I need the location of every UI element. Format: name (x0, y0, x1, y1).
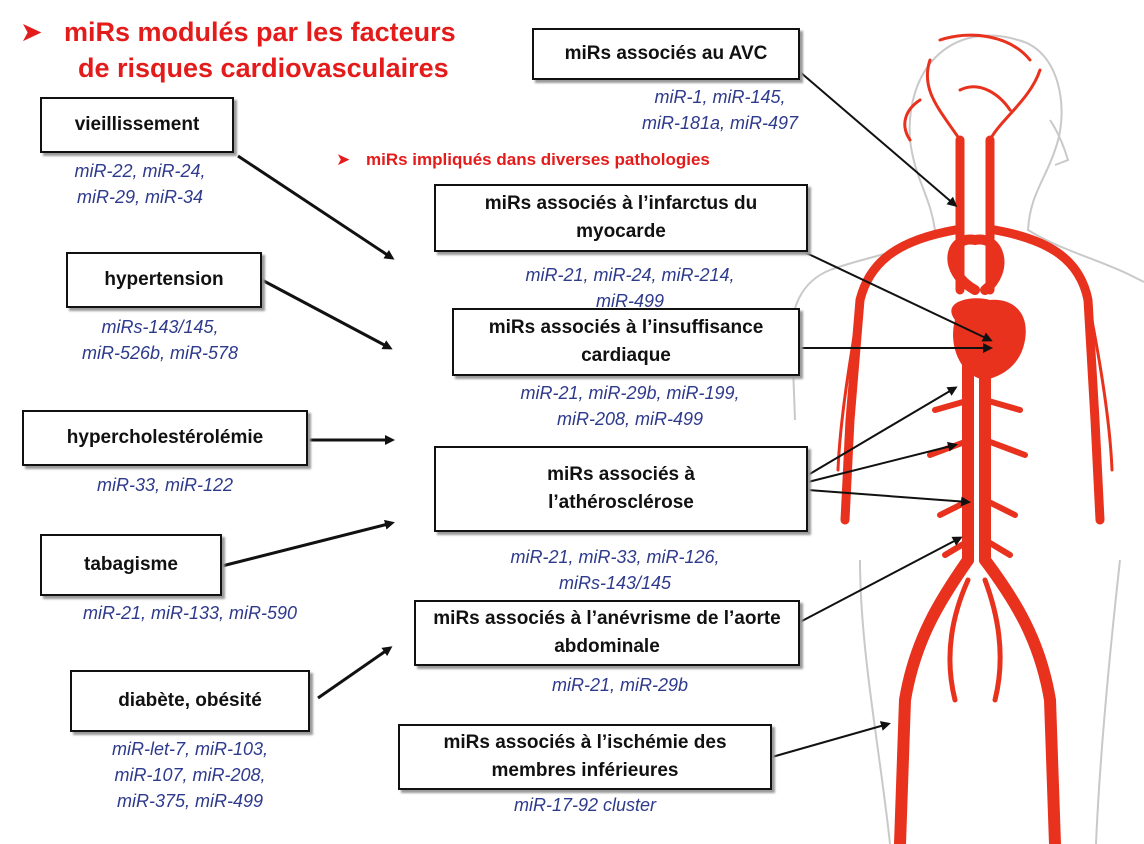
risk-mirs-hypertension: miRs-143/145, miR-526b, miR-578 (40, 314, 280, 366)
pathology-box-insuffisance-cardiaque: miRs associés à l’insuffisance cardiaque (452, 308, 800, 376)
pathology-mirs-infarctus: miR-21, miR-24, miR-214, miR-499 (470, 262, 790, 308)
pathology-box-avc: miRs associés au AVC (532, 28, 800, 80)
pathology-mirs-insuffisance-cardiaque: miR-21, miR-29b, miR-199, miR-208, miR-4… (470, 380, 790, 432)
risk-mirs-tabagisme: miR-21, miR-133, miR-590 (40, 600, 340, 626)
pathology-box-atherosclerose: miRs associés à l’athérosclérose (434, 446, 808, 532)
risk-box-diabete-obesite: diabète, obésité (70, 670, 310, 732)
risk-mirs-vieillissement: miR-22, miR-24, miR-29, miR-34 (30, 158, 250, 210)
risk-mirs-diabete-obesite: miR-let-7, miR-103, miR-107, miR-208, mi… (60, 736, 320, 814)
pathology-box-infarctus: miRs associés à l’infarctus du myocarde (434, 184, 808, 252)
risk-box-tabagisme: tabagisme (40, 534, 222, 596)
arrow-bullet-icon: ➤ (20, 14, 64, 50)
left-heading-line2: de risques cardiovasculaires (20, 50, 456, 86)
pathology-box-ischemie-membres: miRs associés à l’ischémie des membres i… (398, 724, 772, 790)
pathology-mirs-atherosclerose: miR-21, miR-33, miR-126, miRs-143/145 (450, 544, 780, 596)
risk-mirs-hypercholesterolemie: miR-33, miR-122 (40, 472, 290, 498)
pathology-mirs-avc: miR-1, miR-145, miR-181a, miR-497 (600, 84, 840, 136)
left-heading-line1: miRs modulés par les facteurs (64, 17, 456, 47)
pathology-box-anevrisme-aorte: miRs associés à l’anévrisme de l’aorte a… (414, 600, 800, 666)
risk-box-vieillissement: vieillissement (40, 97, 234, 153)
arrow-bullet-icon: ➤ (336, 150, 366, 170)
right-heading-text: miRs impliqués dans diverses pathologies (366, 150, 710, 169)
vessel-network (838, 35, 1112, 844)
risk-box-hypercholesterolemie: hypercholestérolémie (22, 410, 308, 466)
risk-box-hypertension: hypertension (66, 252, 262, 308)
right-heading: ➤miRs impliqués dans diverses pathologie… (336, 150, 710, 170)
pathology-mirs-anevrisme-aorte: miR-21, miR-29b (460, 672, 780, 698)
left-heading: ➤miRs modulés par les facteurs de risque… (20, 14, 456, 86)
pathology-mirs-ischemie-membres: miR-17-92 cluster (420, 792, 750, 818)
